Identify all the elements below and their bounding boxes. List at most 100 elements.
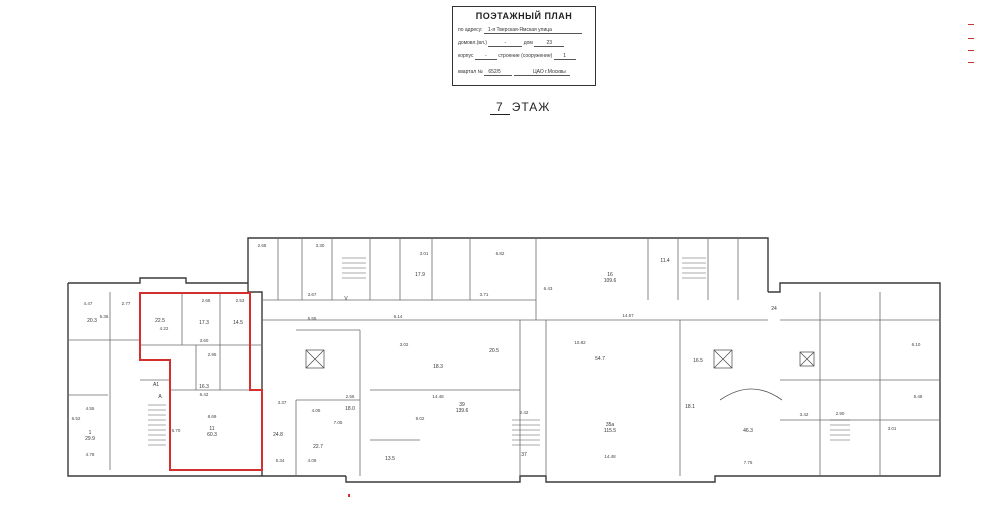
svg-text:3.60: 3.60 xyxy=(200,338,209,343)
room-area: 22.7 xyxy=(313,444,323,450)
svg-text:5.48: 5.48 xyxy=(914,394,923,399)
room-area: 17.9 xyxy=(415,272,425,278)
svg-text:3.67: 3.67 xyxy=(308,292,317,297)
room-area: 18.3 xyxy=(433,364,443,370)
svg-text:14.48: 14.48 xyxy=(432,394,444,399)
room-area: 11.4 xyxy=(660,258,670,264)
room-area: 24.8 xyxy=(273,432,283,438)
svg-text:4.05: 4.05 xyxy=(312,408,321,413)
address-label: по адресу: xyxy=(458,27,483,33)
svg-text:4.09: 4.09 xyxy=(308,458,317,463)
stamp-kvartal-line: квартал № 652/5 ЦАО г.Москвы xyxy=(458,69,570,76)
room-area: 54.7 xyxy=(595,356,605,362)
svg-text:5.36: 5.36 xyxy=(100,314,109,319)
room-area: 13.5 xyxy=(385,456,395,462)
svg-text:3.30: 3.30 xyxy=(316,243,325,248)
svg-text:6.14: 6.14 xyxy=(394,314,403,319)
floor-number: 7 xyxy=(490,100,510,115)
interior-walls xyxy=(68,238,940,476)
korpus-value: - xyxy=(474,53,497,60)
dimension-labels: 4.47 5.36 2.77 4.55 6.52 4.78 2.65 2.53 … xyxy=(72,243,923,465)
svg-text:6.52: 6.52 xyxy=(72,416,81,421)
svg-text:2.53: 2.53 xyxy=(236,298,245,303)
wing-label: A xyxy=(158,394,162,400)
svg-text:8.69: 8.69 xyxy=(208,414,217,419)
svg-text:5.34: 5.34 xyxy=(276,458,285,463)
room-label: 16 xyxy=(607,272,613,278)
room-label: 1 xyxy=(89,430,92,436)
address-value: 1-я Тверская-Ямская улица xyxy=(483,27,582,34)
svg-text:10.82: 10.82 xyxy=(574,340,586,345)
room-area: 18.1 xyxy=(685,404,695,410)
elevators xyxy=(305,349,815,369)
room-area: 29.9 xyxy=(85,436,95,442)
room-label: 11 xyxy=(209,426,214,432)
stamp-address-line: по адресу: 1-я Тверская-Ямская улица xyxy=(458,27,582,34)
title-block-stamp: ПОЭТАЖНЫЙ ПЛАН по адресу: 1-я Тверская-Я… xyxy=(452,6,596,86)
svg-text:6.82: 6.82 xyxy=(496,251,505,256)
stroenie-value: 1 xyxy=(553,53,576,60)
svg-text:2.42: 2.42 xyxy=(520,410,529,415)
svg-text:3.02: 3.02 xyxy=(400,342,409,347)
room-area: 20.3 xyxy=(87,318,97,324)
room-area: 17.3 xyxy=(199,320,209,326)
svg-text:4.55: 4.55 xyxy=(86,406,95,411)
room-area: 115.5 xyxy=(604,428,616,434)
room-label: 35а xyxy=(606,422,615,428)
svg-text:7.75: 7.75 xyxy=(744,460,753,465)
svg-text:4.78: 4.78 xyxy=(86,452,95,457)
room-area: 20.5 xyxy=(489,348,499,354)
svg-text:6.10: 6.10 xyxy=(912,342,921,347)
red-marker xyxy=(348,494,350,497)
bay-arc xyxy=(719,388,783,401)
room-area: 60.3 xyxy=(207,432,217,438)
stamp-title: ПОЭТАЖНЫЙ ПЛАН xyxy=(475,11,573,21)
svg-text:4.22: 4.22 xyxy=(160,326,169,331)
korpus-label: корпус xyxy=(458,53,474,59)
floor-label: ЭТАЖ xyxy=(511,100,551,114)
room-label: 39 xyxy=(459,402,465,408)
svg-text:6.42: 6.42 xyxy=(200,392,209,397)
svg-text:2.65: 2.65 xyxy=(202,298,211,303)
room-label: 24 xyxy=(771,306,777,312)
room-area: 109.6 xyxy=(604,278,617,284)
svg-text:3.42: 3.42 xyxy=(800,412,809,417)
stamp-korpus-line: корпус - строение (сооружение) 1 xyxy=(458,53,576,60)
svg-text:2.68: 2.68 xyxy=(258,243,267,248)
dom-value: 23 xyxy=(534,40,565,47)
room-area: 18.0 xyxy=(345,406,355,412)
stroenie-label: строение (сооружение) xyxy=(498,53,553,59)
kvartal-label: квартал № xyxy=(458,69,483,75)
corridor-label: V xyxy=(344,296,348,302)
staircases xyxy=(148,257,850,446)
svg-text:3.71: 3.71 xyxy=(480,292,489,297)
svg-text:3.01: 3.01 xyxy=(420,251,429,256)
svg-text:2.77: 2.77 xyxy=(122,301,131,306)
svg-text:6.43: 6.43 xyxy=(544,286,553,291)
svg-text:5.55: 5.55 xyxy=(308,316,317,321)
svg-text:6.70: 6.70 xyxy=(172,428,181,433)
outer-walls xyxy=(67,237,941,483)
room-area: 22.5 xyxy=(155,318,165,324)
highlighted-premises xyxy=(139,292,263,471)
svg-text:3.01: 3.01 xyxy=(888,426,897,431)
svg-text:9.02: 9.02 xyxy=(416,416,425,421)
svg-text:3.37: 3.37 xyxy=(278,400,287,405)
dom-label: дом xyxy=(523,40,533,46)
svg-text:7.05: 7.05 xyxy=(334,420,343,425)
svg-text:2.56: 2.56 xyxy=(346,394,355,399)
stair-label: 37 xyxy=(521,452,527,458)
svg-text:14.67: 14.67 xyxy=(622,313,634,318)
room-area: 46.3 xyxy=(743,428,753,434)
svg-text:14.48: 14.48 xyxy=(604,454,616,459)
room-area: 16.5 xyxy=(693,358,703,364)
district-value: ЦАО г.Москвы xyxy=(513,69,570,76)
svg-text:2.90: 2.90 xyxy=(836,411,845,416)
room-labels: 1 29.9 20.3 22.5 17.3 14.5 16.3 11 60.3 … xyxy=(85,258,777,462)
svg-text:2.95: 2.95 xyxy=(208,352,217,357)
house-value: - xyxy=(488,40,523,47)
stamp-house-line: домовл.(вл.) - дом 23 xyxy=(458,40,565,47)
svg-text:4.47: 4.47 xyxy=(84,301,93,306)
